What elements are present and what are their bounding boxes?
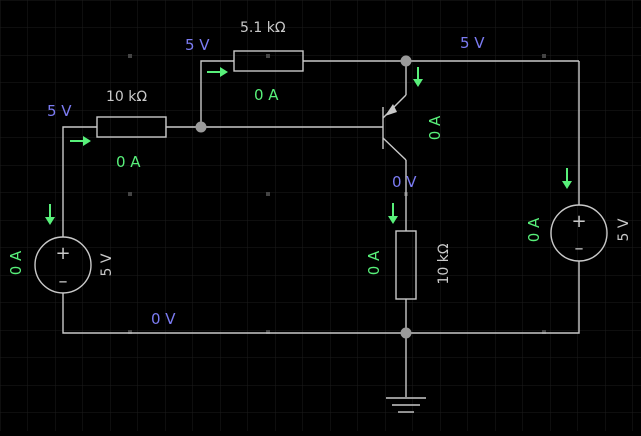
- ground-symbol-icon[interactable]: [386, 397, 426, 413]
- current-arrow-icon-r1: [70, 136, 91, 146]
- r3-value-label: 10 kΩ: [436, 243, 452, 284]
- transistor-q1[interactable]: [382, 94, 407, 161]
- v2-current-label: 0 A: [525, 217, 543, 242]
- wire-r2-left[interactable]: [200, 60, 234, 127]
- resistor-r1[interactable]: [96, 116, 167, 138]
- v1-minus-sign: –: [59, 271, 68, 292]
- r1-current-label: 0 A: [116, 153, 141, 171]
- r2-value-label: 5.1 kΩ: [240, 20, 286, 36]
- current-arrow-icon-v2: [562, 168, 572, 189]
- resistor-r3[interactable]: [395, 230, 417, 300]
- voltage-label-emitter: 0 V: [392, 173, 417, 191]
- wire-left-vertical[interactable]: [62, 126, 97, 237]
- v2-plus-sign: +: [571, 211, 586, 232]
- voltage-label-bottom: 0 V: [151, 310, 176, 328]
- resistor-r2[interactable]: [233, 50, 304, 72]
- v1-value-label: 5 V: [99, 253, 115, 276]
- current-arrows: [45, 67, 572, 225]
- current-arrow-icon-v1: [45, 204, 55, 225]
- v2-value-label: 5 V: [616, 218, 632, 241]
- v1-current-label: 0 A: [7, 250, 25, 275]
- r1-value-label: 10 kΩ: [106, 89, 147, 105]
- voltage-label-top-right: 5 V: [460, 34, 485, 52]
- v1-plus-sign: +: [55, 243, 70, 264]
- voltage-source-v2-circle: [550, 204, 608, 262]
- current-arrow-icon-collector: [413, 67, 423, 87]
- voltage-source-v1[interactable]: + –: [34, 236, 92, 294]
- voltage-label-r2-left: 5 V: [185, 36, 210, 54]
- current-arrow-icon-r3: [388, 203, 398, 224]
- current-arrow-icon-r2: [207, 67, 228, 77]
- r2-current-label: 0 A: [254, 86, 279, 104]
- r3-current-label: 0 A: [365, 250, 383, 275]
- junction-node-bottom[interactable]: [400, 327, 412, 339]
- wire-bottom[interactable]: [62, 261, 580, 334]
- transistor-arrow-icon: [385, 104, 397, 116]
- junction-node-base[interactable]: [195, 121, 207, 133]
- voltage-label-left: 5 V: [47, 102, 72, 120]
- v2-minus-sign: –: [575, 238, 584, 259]
- junction-node-top[interactable]: [400, 55, 412, 67]
- transistor-current-label: 0 A: [426, 115, 444, 140]
- transistor-collector-lead: [382, 137, 407, 161]
- voltage-source-v2[interactable]: + –: [550, 204, 608, 262]
- wires[interactable]: [62, 60, 580, 397]
- voltage-source-v1-circle: [34, 236, 92, 294]
